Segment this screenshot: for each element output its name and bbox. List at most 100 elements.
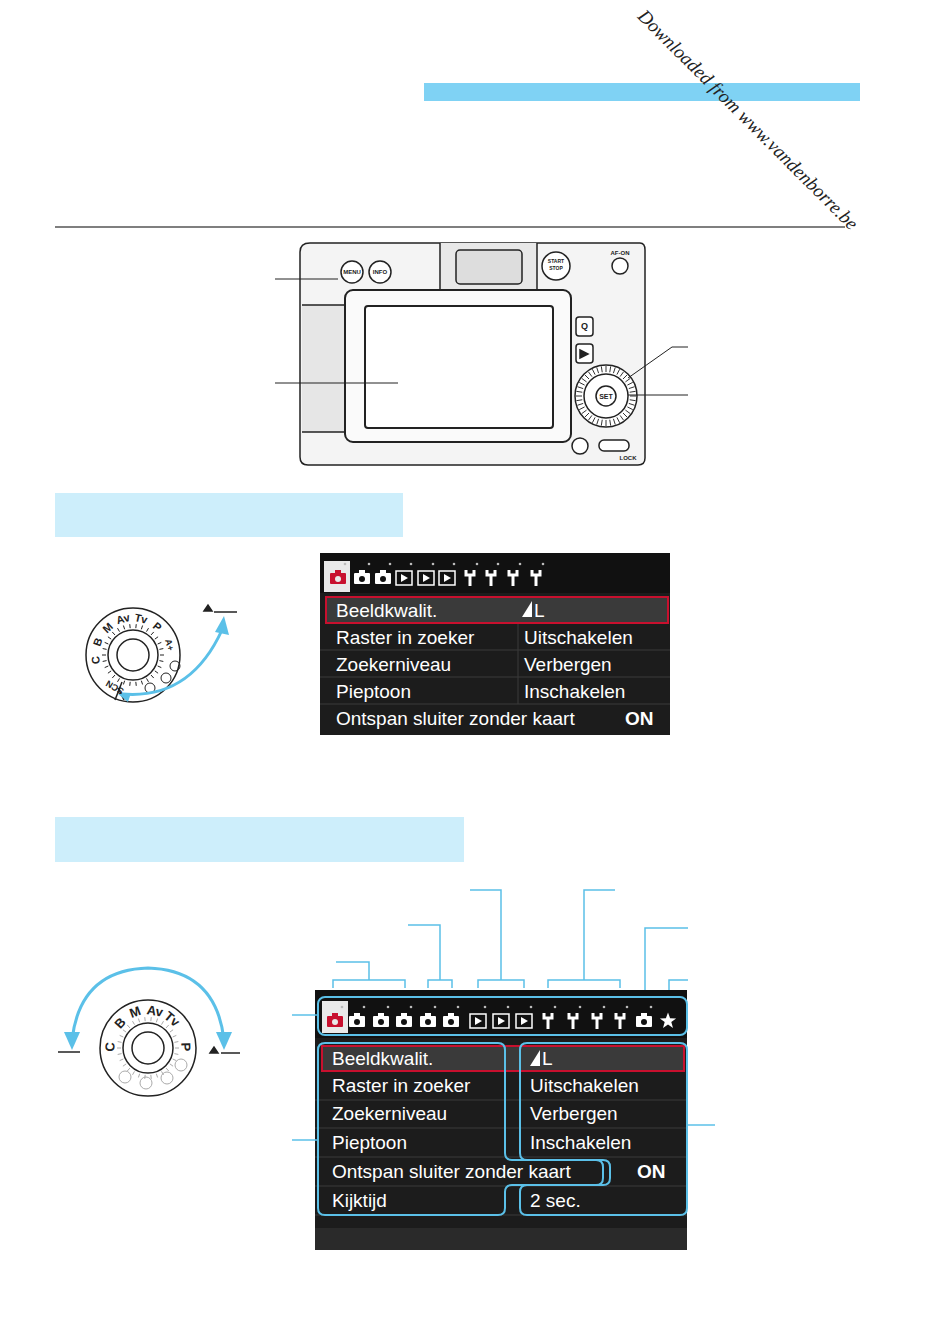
leader-line xyxy=(275,279,688,395)
knurl-stroke xyxy=(576,396,582,397)
menu-item: Beeldkwalit. xyxy=(336,601,437,620)
knurl-stroke xyxy=(103,648,107,650)
camera-tab-icon xyxy=(330,573,346,584)
menu-item: Ontspan sluiter zonder kaart xyxy=(336,709,575,728)
camera-tab-icon xyxy=(359,570,365,573)
watermark: Downloaded from www.vandenborre.be xyxy=(635,6,862,233)
header-bar xyxy=(424,83,860,101)
knurl-stroke xyxy=(118,628,120,631)
dial-mode-letter: C xyxy=(103,1042,116,1052)
knurl-stroke xyxy=(123,1064,126,1066)
tab-dot xyxy=(484,1006,487,1009)
play-tab-icon xyxy=(493,1014,509,1028)
knurl-stroke xyxy=(170,1064,173,1066)
tab-dot xyxy=(410,563,413,566)
play-tab-icon xyxy=(444,574,451,582)
knurl-stroke xyxy=(579,382,584,385)
knurl-stroke xyxy=(127,1068,130,1071)
knurl-stroke xyxy=(577,403,583,405)
tab-dot xyxy=(363,1006,366,1009)
knurl-stroke xyxy=(155,671,158,673)
camera-tab-icon xyxy=(378,1013,384,1016)
knurl-stroke xyxy=(120,1059,124,1061)
tab-dot xyxy=(476,563,479,566)
camera-tab-icon xyxy=(354,1019,360,1025)
knurl-stroke xyxy=(129,624,130,628)
play-tab-icon xyxy=(396,571,412,585)
knurl-stroke xyxy=(585,413,589,417)
tab-dot xyxy=(387,1006,390,1009)
tab-dot xyxy=(579,1006,582,1009)
knurl-stroke xyxy=(105,666,109,668)
callout-frame xyxy=(318,997,687,1215)
knurl-stroke xyxy=(133,1071,135,1074)
knurl-stroke xyxy=(629,403,635,405)
tab-dot xyxy=(530,1006,533,1009)
menu-value: L xyxy=(542,1049,553,1068)
knurl-stroke xyxy=(173,1059,177,1061)
setup-tab-icon xyxy=(593,1013,601,1029)
camera-tab-icon xyxy=(425,1013,431,1016)
mymenu-tab-icon xyxy=(660,1013,676,1028)
setup-tab-icon xyxy=(616,1013,624,1029)
knurl-stroke xyxy=(629,387,635,389)
knurl-stroke xyxy=(118,1053,122,1055)
menu-value: Inschakelen xyxy=(524,682,625,701)
tab-dot xyxy=(434,1006,437,1009)
camera-tab-icon xyxy=(425,1019,431,1025)
button-label: SET xyxy=(599,393,613,400)
knurl-stroke xyxy=(174,1041,178,1043)
scene-icon xyxy=(175,1059,187,1071)
knurl-stroke xyxy=(170,1030,173,1032)
camera-tab-icon xyxy=(448,1019,454,1025)
scene-icon xyxy=(161,673,171,683)
camera-tab-icon xyxy=(636,1016,652,1027)
tab-dot xyxy=(519,563,522,566)
menu-value: Verbergen xyxy=(524,655,612,674)
knurl-stroke xyxy=(613,367,615,373)
play-tab-icon xyxy=(418,571,434,585)
knurl-stroke xyxy=(582,378,587,382)
menu-value: 2 sec. xyxy=(530,1191,581,1210)
knurl-stroke xyxy=(625,378,630,382)
tab-dot xyxy=(497,563,500,566)
menu-value: Uitschakelen xyxy=(530,1076,639,1095)
menu-item: Beeldkwalit. xyxy=(332,1049,433,1068)
play-tab-icon xyxy=(516,1014,532,1028)
camera-tab-icon xyxy=(332,1013,338,1016)
knurl-stroke xyxy=(175,1048,179,1049)
arrow-head xyxy=(216,1032,232,1050)
menu-value: ON xyxy=(637,1162,666,1181)
setup-tab-icon xyxy=(569,1013,577,1029)
camera-tab-icon xyxy=(448,1013,454,1016)
play-tab-icon xyxy=(521,1017,528,1025)
section-bar xyxy=(55,493,403,537)
knurl-stroke xyxy=(623,375,627,379)
camera-tab-icon xyxy=(401,1019,407,1025)
scene-icon xyxy=(140,1077,152,1089)
knurl-stroke xyxy=(609,420,611,426)
knurl-stroke xyxy=(582,410,587,414)
knurl-stroke xyxy=(155,637,158,639)
tab-dot xyxy=(457,1006,460,1009)
camera-tab-icon xyxy=(354,573,370,584)
button-label: LOCK xyxy=(620,455,637,461)
tab-dot xyxy=(389,563,392,566)
tab-dot xyxy=(341,1006,344,1009)
camera-tab-icon xyxy=(327,1016,343,1027)
menu-value: L xyxy=(534,601,545,620)
play-tab-icon xyxy=(470,1014,486,1028)
setup-tab-icon xyxy=(544,1013,552,1029)
arrow-head xyxy=(64,1032,80,1050)
play-tab-icon xyxy=(401,574,408,582)
knurl-stroke xyxy=(150,1017,151,1021)
menu-item: Pieptoon xyxy=(332,1133,407,1152)
knurl-stroke xyxy=(159,648,163,650)
knurl-stroke xyxy=(123,1030,126,1032)
knurl-stroke xyxy=(123,626,124,630)
knurl-stroke xyxy=(166,1025,169,1028)
tab-dot xyxy=(432,563,435,566)
knurl-stroke xyxy=(617,417,620,422)
menu-item: Raster in zoeker xyxy=(336,628,474,647)
scene-icon xyxy=(170,661,180,671)
